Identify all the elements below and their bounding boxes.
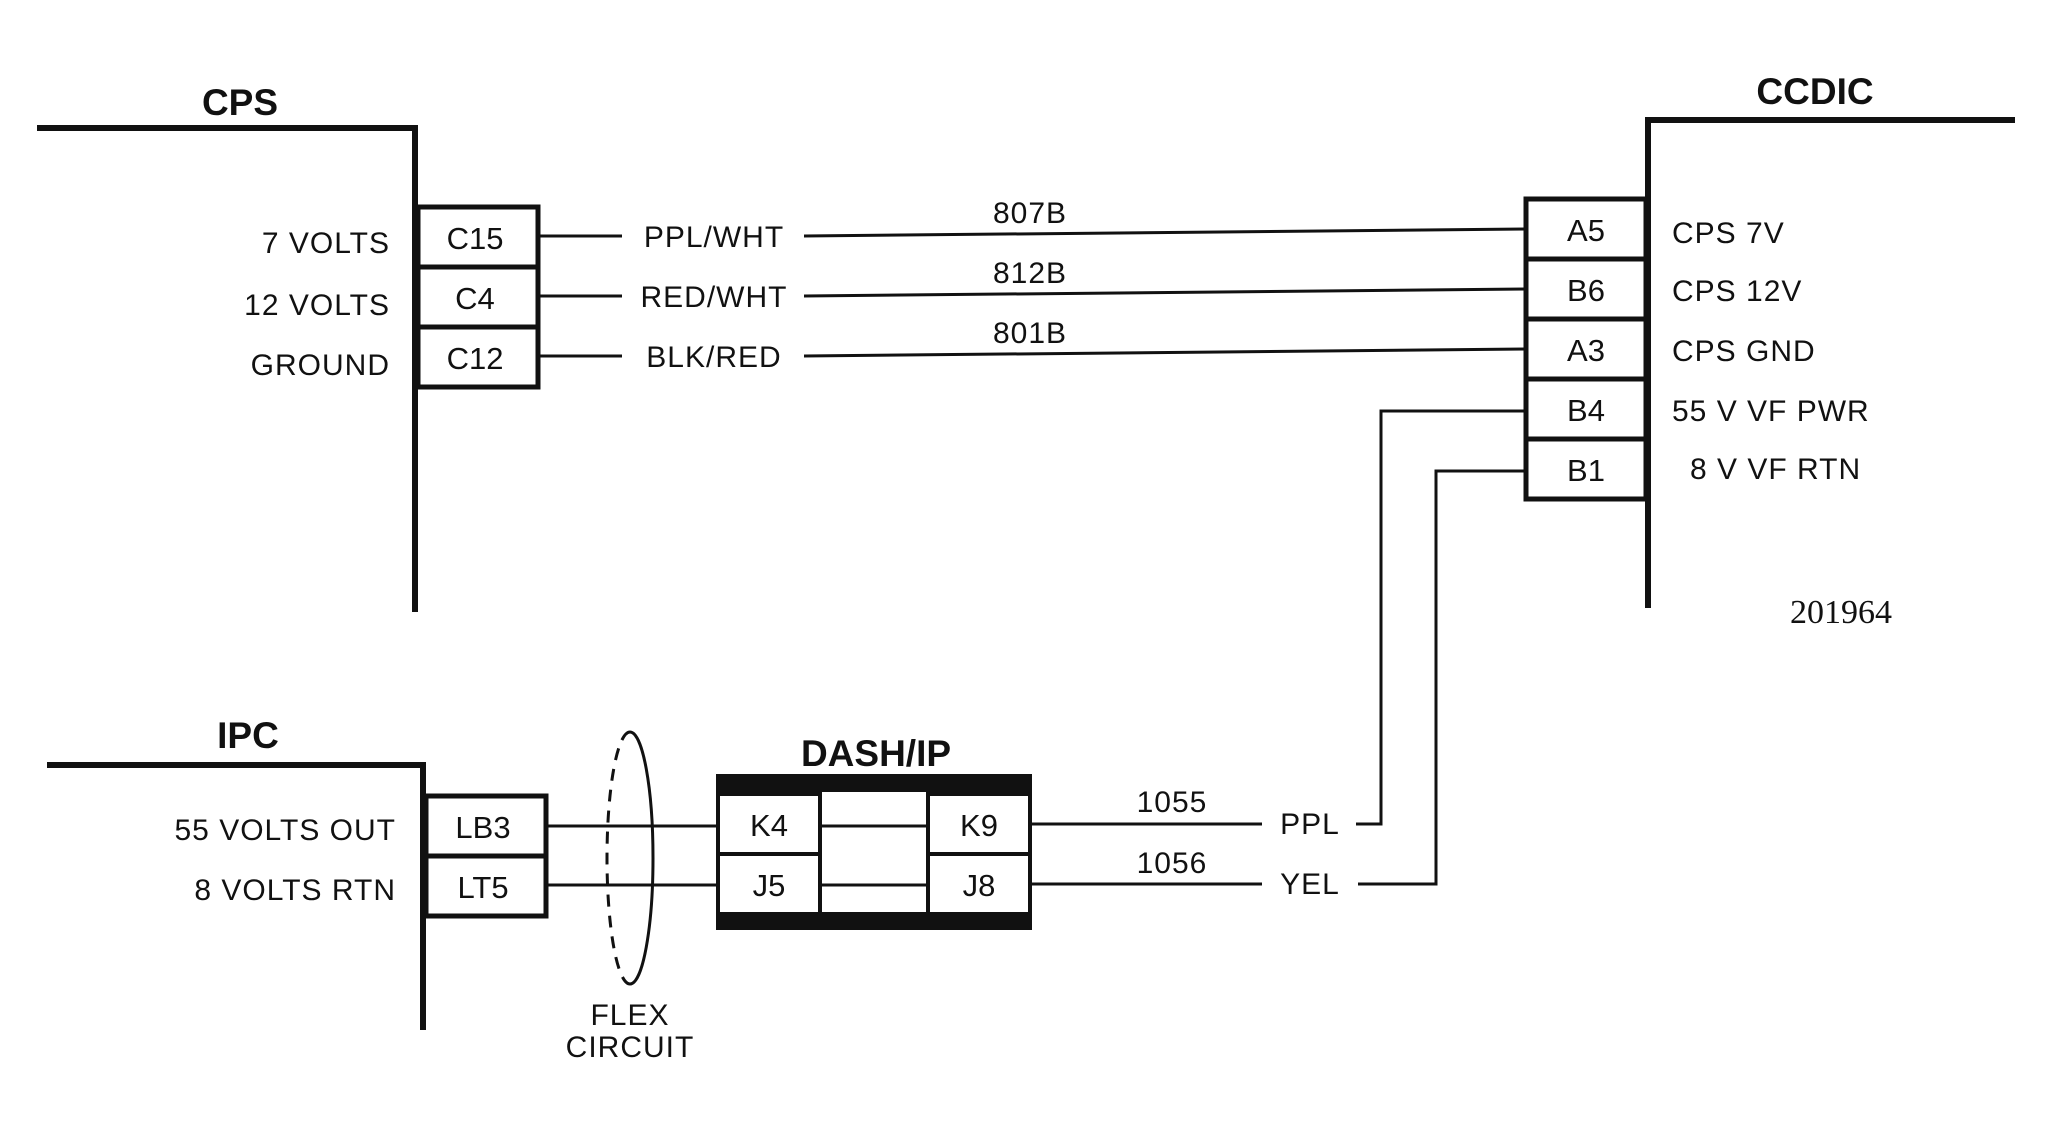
wire-color-yel: YEL [1280,868,1340,901]
ipc-pin-lb3: LB3 [455,810,510,845]
dash-ccdic-wires: 1055 PPL 1056 YEL [1030,409,1526,901]
cps-connector: C15 C4 C12 [415,204,541,390]
ccdic-pin-a5: A5 [1567,213,1605,248]
wire-circuit-807b: 807B [993,197,1067,230]
ccdic-module: CCDIC A5 B6 A3 B4 B1 CPS 7V CPS 12V CPS … [1523,71,2015,631]
ipc-connector: LB3 LT5 [423,793,549,919]
ccdic-pin-box-b1 [1523,436,1649,502]
dash-pin-box-j5 [716,852,822,916]
wire-color-ppl: PPL [1280,808,1340,841]
ccdic-label-cps-7v: CPS 7V [1672,217,1785,250]
cps-pin-c12: C12 [447,341,504,376]
ipc-pin-lt5: LT5 [457,870,508,905]
dash-pin-box-j8 [926,852,1032,916]
wire-807b-right [803,227,1527,238]
ccdic-label-cps-12v: CPS 12V [1672,275,1802,308]
flex-circuit-label: CIRCUIT [566,1031,695,1064]
ccdic-pin-b1: B1 [1567,453,1605,488]
ccdic-label-cps-gnd: CPS GND [1672,335,1816,368]
cps-ccdic-wires: PPL/WHT 807B RED/WHT 812B BLK/RED 801B [538,197,1527,374]
cps-label-ground: GROUND [251,349,390,382]
wire-1055-right [1356,409,1526,826]
ccdic-label-55v-vf-pwr: 55 V VF PWR [1672,395,1870,428]
wire-color-ppl-wht: PPL/WHT [644,221,784,254]
wire-812b-right [803,287,1527,298]
ipc-label-55-volts-out: 55 VOLTS OUT [174,814,396,847]
ipc-title: IPC [217,715,279,756]
cps-title: CPS [202,82,278,123]
dash-pin-k9: K9 [960,808,998,843]
dash-ip-connector: DASH/IP K4 J5 K9 J8 [716,733,1032,930]
dash-ip-title: DASH/IP [801,733,951,774]
wire-circuit-801b: 801B [993,317,1067,350]
figure-number: 201964 [1790,594,1892,631]
cps-label-12-volts: 12 VOLTS [244,289,390,322]
ipc-module: IPC 55 VOLTS OUT 8 VOLTS RTN LB3 LT5 [47,715,549,1030]
cps-module-outline [37,125,418,612]
ccdic-pin-box-b4 [1523,376,1649,442]
wire-color-blk-red: BLK/RED [646,341,781,374]
ccdic-pin-a3: A3 [1567,333,1605,368]
dash-pin-box-k4 [716,792,822,856]
ccdic-title: CCDIC [1756,71,1873,112]
ccdic-connector: A5 B6 A3 B4 B1 [1523,196,1649,502]
dash-pin-j8: J8 [963,868,996,903]
dash-pin-j5: J5 [753,868,786,903]
wire-circuit-812b: 812B [993,257,1067,290]
cps-pin-box-c12 [415,324,541,390]
ipc-pin-box-lt5 [423,853,549,919]
ccdic-pin-box-b6 [1523,256,1649,322]
ccdic-label-8v-vf-rtn: 8 V VF RTN [1690,453,1861,486]
cps-label-7-volts: 7 VOLTS [262,227,390,260]
cps-module: CPS 7 VOLTS 12 VOLTS GROUND C15 C4 C12 [37,82,541,612]
wire-801b-right [803,347,1527,358]
ipc-label-8-volts-rtn: 8 VOLTS RTN [194,874,396,907]
ipc-module-outline [47,762,426,1030]
flex-circuit-ellipse-dashed [605,730,631,986]
flex-circuit-ellipse-solid [629,730,655,986]
wire-color-red-wht: RED/WHT [641,281,788,314]
cps-pin-c15: C15 [447,221,504,256]
ccdic-pin-b6: B6 [1567,273,1605,308]
wire-1056-right [1358,469,1526,886]
wire-circuit-1056: 1056 [1137,847,1208,880]
flex-label: FLEX [590,999,669,1032]
ccdic-pin-b4: B4 [1567,393,1605,428]
wire-circuit-1055: 1055 [1137,786,1208,819]
flex-circuit: FLEX CIRCUIT [566,730,695,1064]
cps-pin-c4: C4 [455,281,495,316]
dash-pin-k4: K4 [750,808,788,843]
